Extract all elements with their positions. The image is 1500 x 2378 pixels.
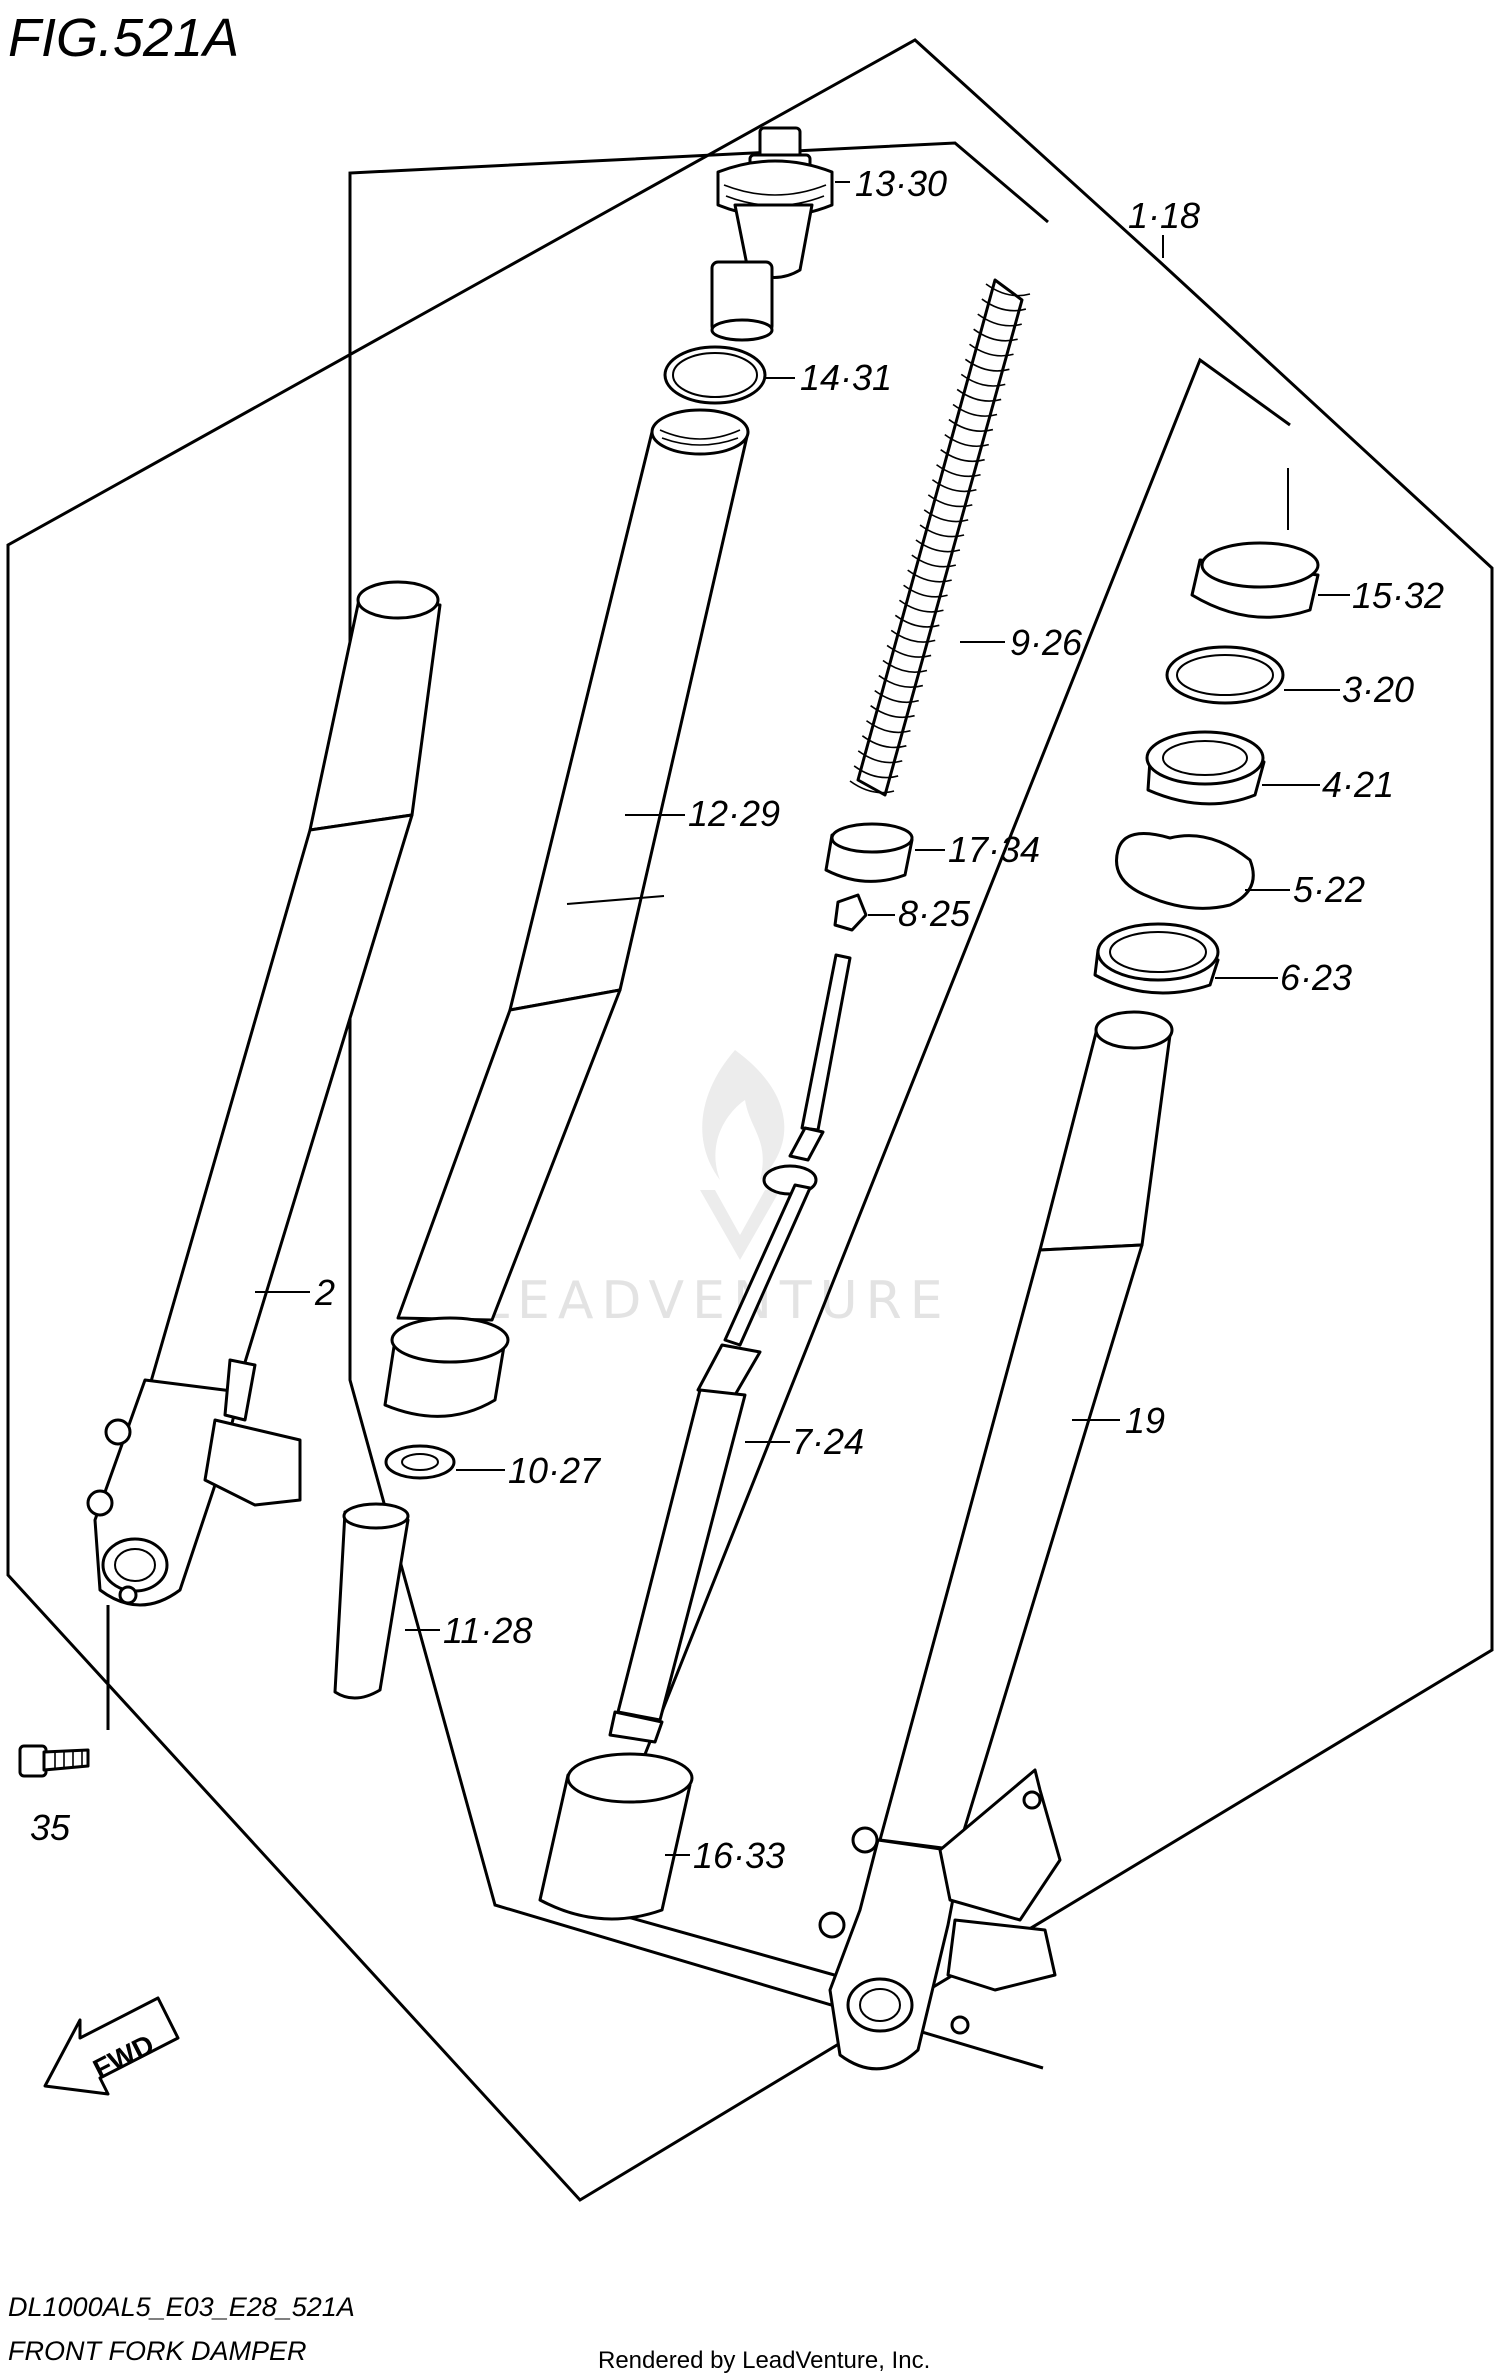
callout-10-27: 10·27 (508, 1450, 602, 1491)
callout-13-30: 13·30 (855, 163, 947, 204)
lock-nut (833, 893, 868, 932)
inner-tube-left (86, 580, 442, 1607)
callout-35: 35 (30, 1807, 71, 1848)
model-code: DL1000AL5_E03_E28_521A (8, 2292, 355, 2322)
watermark-flame-icon (702, 1050, 785, 1180)
callout-17-34: 17·34 (948, 829, 1040, 870)
section-name: FRONT FORK DAMPER (8, 2336, 307, 2366)
dust-seal (1165, 645, 1285, 705)
outer-tube (383, 408, 750, 1418)
callout-2: 2 (314, 1272, 335, 1313)
guide-bushing (1093, 922, 1220, 995)
figure-title: FIG.521A (8, 8, 239, 68)
watermark-text: LEADVENTURE (480, 1271, 951, 1331)
callout-1-18: 1·18 (1128, 195, 1200, 236)
damper-cartridge (608, 953, 852, 1744)
callout-11-28: 11·28 (443, 1610, 532, 1651)
callout-14-31: 14·31 (800, 357, 892, 398)
callout-9-26: 9·26 (1010, 622, 1083, 663)
oil-lock-washer (384, 1444, 456, 1480)
axle-pinch-bolt (18, 1605, 110, 1778)
callout-6-23: 6·23 (1280, 957, 1352, 998)
callout-7-24: 7·24 (792, 1421, 864, 1462)
callout-3-20: 3·20 (1342, 669, 1414, 710)
right-group-frame (582, 357, 1291, 1987)
callout-16-33: 16·33 (693, 1835, 785, 1876)
callout-15-32: 15·32 (1352, 575, 1444, 616)
inner-tube-right (818, 1010, 1174, 2071)
outer-boundary-frame (6, 38, 1494, 2202)
dust-seal-spacer (1190, 541, 1320, 619)
o-ring (663, 345, 767, 405)
callout-19: 19 (1125, 1400, 1165, 1441)
callout-8-25: 8·25 (898, 893, 971, 934)
watermark: LEADVENTURE (480, 1050, 951, 1331)
rendered-by-credit: Rendered by LeadVenture, Inc. (598, 2347, 930, 2374)
oil-seal-stopper-ring (1115, 832, 1255, 910)
spring-spacer (824, 822, 914, 883)
callout-5-22: 5·22 (1293, 869, 1365, 910)
oil-seal (1145, 730, 1266, 806)
oil-lock-piece (333, 1502, 410, 1700)
fork-cap-bolt (710, 126, 834, 342)
callout-12-29: 12·29 (688, 793, 780, 834)
fork-spring (849, 278, 1031, 797)
forward-direction-arrow: FWD (43, 1996, 180, 2096)
callout-4-21: 4·21 (1322, 764, 1394, 805)
slide-bushing (538, 1752, 694, 1921)
